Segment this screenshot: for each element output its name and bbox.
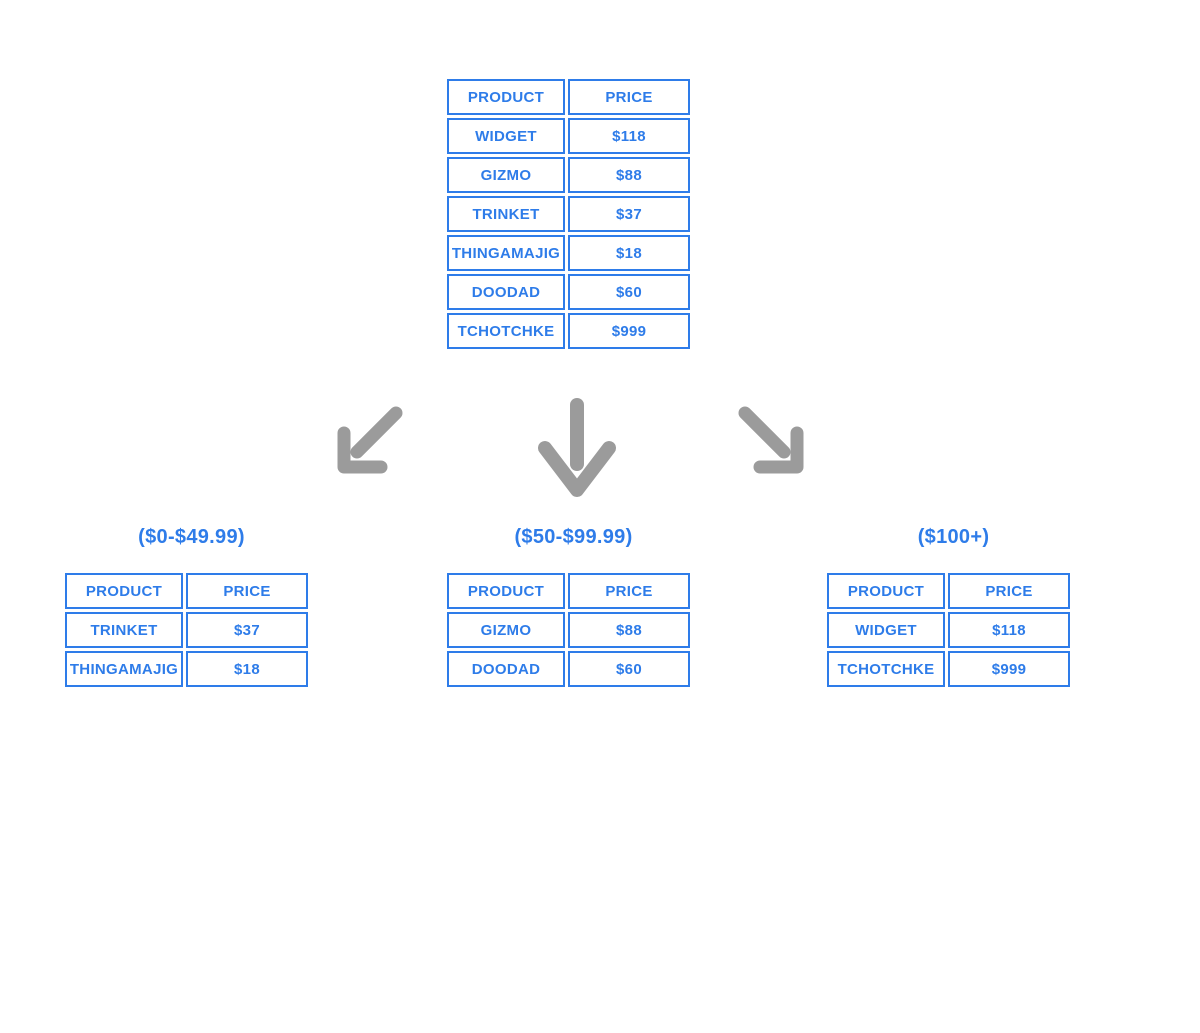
bucket-header-product: PRODUCT [827,573,945,609]
table-row: TRINKET $37 [447,196,690,232]
product-cell: GIZMO [447,612,565,648]
bucket-header-product: PRODUCT [447,573,565,609]
table-row: TCHOTCHKE $999 [447,313,690,349]
bucket-header-price: PRICE [568,573,690,609]
price-cell: $18 [186,651,308,687]
table-header-row: PRODUCT PRICE [447,79,690,115]
table-row: GIZMO $88 [447,612,690,648]
bucket-high-price-table: PRODUCT PRICE WIDGET $118 TCHOTCHKE $999 [824,570,1083,690]
bucket-label: ($50-$99.99) [514,526,633,548]
product-cell: WIDGET [827,612,945,648]
bucket-header-price: PRICE [186,573,308,609]
table-row: THINGAMAJIG $18 [447,235,690,271]
price-cell: $118 [948,612,1070,648]
price-cell: $18 [568,235,690,271]
price-cell: $37 [186,612,308,648]
main-header-price: PRICE [568,79,690,115]
price-cell: $118 [568,118,690,154]
arrow-down-right-icon [736,404,808,482]
product-cell: THINGAMAJIG [447,235,565,271]
price-cell: $999 [948,651,1070,687]
product-cell: WIDGET [447,118,565,154]
table-row: DOODAD $60 [447,274,690,310]
product-cell: TCHOTCHKE [447,313,565,349]
main-product-table: PRODUCT PRICE WIDGET $118 GIZMO $88 TRIN… [444,76,693,352]
main-header-product: PRODUCT [447,79,565,115]
bucket-mid-price-grid: PRODUCT PRICE GIZMO $88 DOODAD $60 [444,570,693,690]
product-cell: TRINKET [447,196,565,232]
product-cell: TRINKET [65,612,183,648]
table-header-row: PRODUCT PRICE [447,573,690,609]
table-row: WIDGET $118 [447,118,690,154]
arrow-down-left-icon [333,404,405,482]
product-cell: DOODAD [447,651,565,687]
bucket-label: ($100+) [917,526,990,548]
table-row: WIDGET $118 [827,612,1070,648]
bucket-header-product: PRODUCT [65,573,183,609]
price-cell: $999 [568,313,690,349]
bucket-header-price: PRICE [948,573,1070,609]
bucket-mid-price-table: PRODUCT PRICE GIZMO $88 DOODAD $60 [444,570,703,690]
product-cell: DOODAD [447,274,565,310]
bucket-low-price: ($0-$49.99) PRODUCT PRICE TRINKET $37 TH… [62,524,321,690]
table-row: DOODAD $60 [447,651,690,687]
table-row: THINGAMAJIG $18 [65,651,308,687]
table-header-row: PRODUCT PRICE [65,573,308,609]
bucket-high-price-grid: PRODUCT PRICE WIDGET $118 TCHOTCHKE $999 [824,570,1073,690]
arrow-down-icon [533,398,621,498]
bucket-label: ($0-$49.99) [138,526,245,548]
price-cell: $60 [568,274,690,310]
product-cell: THINGAMAJIG [65,651,183,687]
price-cell: $88 [568,612,690,648]
bucket-high-price: ($100+) PRODUCT PRICE WIDGET $118 TCHOTC… [824,524,1083,690]
product-cell: TCHOTCHKE [827,651,945,687]
price-cell: $88 [568,157,690,193]
bucket-mid-price: ($50-$99.99) PRODUCT PRICE GIZMO $88 DOO… [444,524,703,690]
table-row: GIZMO $88 [447,157,690,193]
price-cell: $60 [568,651,690,687]
bucket-low-price-grid: PRODUCT PRICE TRINKET $37 THINGAMAJIG $1… [62,570,311,690]
table-row: TCHOTCHKE $999 [827,651,1070,687]
product-cell: GIZMO [447,157,565,193]
main-product-table-grid: PRODUCT PRICE WIDGET $118 GIZMO $88 TRIN… [444,76,693,352]
table-row: TRINKET $37 [65,612,308,648]
bucket-low-price-table: PRODUCT PRICE TRINKET $37 THINGAMAJIG $1… [62,570,321,690]
table-header-row: PRODUCT PRICE [827,573,1070,609]
price-cell: $37 [568,196,690,232]
